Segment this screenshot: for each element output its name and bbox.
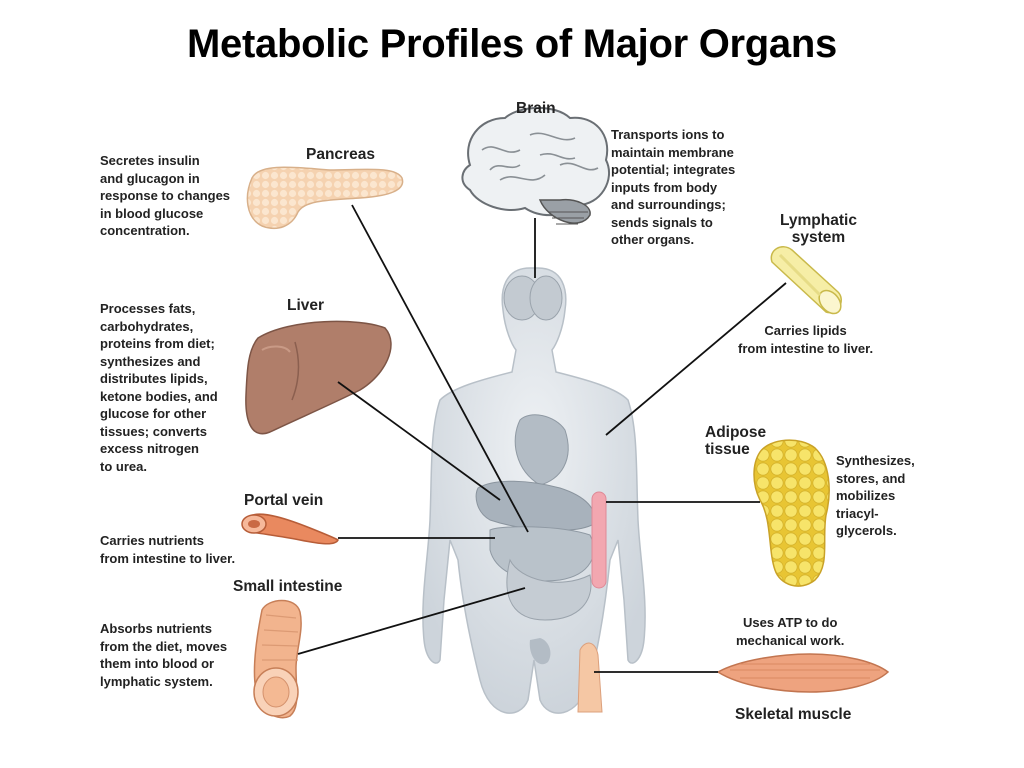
portal-vein-icon <box>241 513 339 545</box>
connector-lines <box>297 204 787 673</box>
liver-label: Liver <box>287 297 325 314</box>
pancreas-description: Secretes insulin and glucagon in respons… <box>100 153 231 238</box>
brain-description: Transports ions to maintain membrane pot… <box>611 127 736 247</box>
pancreas-icon <box>246 166 404 230</box>
brain-label: Brain <box>516 100 556 117</box>
human-body-icon <box>422 267 646 714</box>
skeletal-muscle-label: Skeletal muscle <box>735 706 852 723</box>
skeletal-muscle-icon <box>716 653 890 693</box>
page-title: Metabolic Profiles of Major Organs <box>187 22 837 66</box>
skeletal-muscle-description: Uses ATP to do mechanical work. <box>736 615 845 648</box>
brain-icon <box>461 106 611 225</box>
liver-icon <box>245 320 392 435</box>
lymphatic-connector <box>605 282 787 436</box>
liver-description: Processes fats, carbohydrates, proteins … <box>100 301 218 474</box>
pancreas-label: Pancreas <box>306 146 375 163</box>
lymphatic-vessel-icon <box>770 246 842 315</box>
adipose-tissue-icon <box>753 439 830 587</box>
adipose-label: Adipose tissue <box>705 424 767 458</box>
liver-connector <box>337 381 501 501</box>
adipose-description: Synthesizes, stores, and mobilizes triac… <box>836 453 915 538</box>
small-intestine-description: Absorbs nutrients from the diet, moves t… <box>100 621 228 689</box>
portal-vein-label: Portal vein <box>244 492 324 509</box>
pancreas-connector <box>351 204 529 533</box>
portal-vein-description: Carries nutrients from intestine to live… <box>100 533 236 566</box>
small-intestine-icon <box>253 599 302 719</box>
small-intestine-connector <box>297 587 526 655</box>
lymphatic-description: Carries lipids from intestine to liver. <box>738 323 874 356</box>
small-intestine-label: Small intestine <box>233 578 343 595</box>
lymphatic-label: Lymphatic system <box>780 212 857 246</box>
